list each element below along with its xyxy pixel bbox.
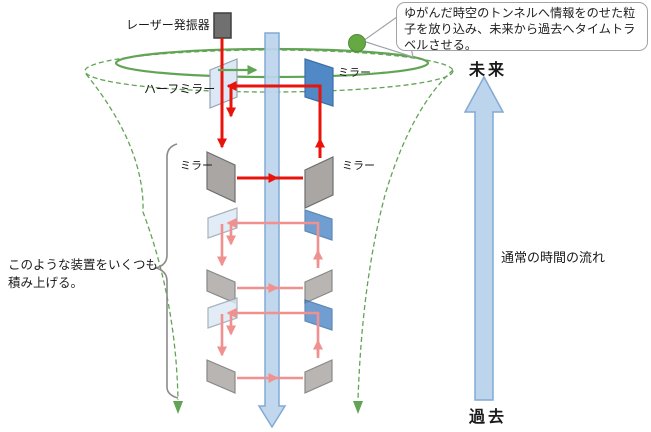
gray-mirror-unit2-right (304, 359, 333, 394)
stack-note-line2: 積み上げる。 (8, 276, 84, 291)
time-flow-label: 通常の時間の流れ (501, 250, 606, 265)
blue-mirror-top-right (304, 58, 334, 107)
stacked-unit-1-beams (217, 218, 323, 293)
stack-note-line1: このような装置をいくつも (8, 258, 159, 272)
mirror-label-mid-left: ミラー (180, 160, 213, 172)
future-label: 未来 (469, 62, 508, 79)
laser-beam-loop (217, 38, 325, 183)
stack-note: このような装置をいくつも 積み上げる。 (8, 256, 158, 292)
stacked-unit-2-beams (217, 308, 323, 383)
mirror-label-top-right: ミラー (338, 67, 371, 79)
gray-mirror-unit1-left (206, 269, 236, 304)
funnel-arrowhead-left (173, 401, 183, 414)
laser-device (213, 12, 232, 39)
spacetime-funnel-left (85, 73, 179, 401)
callout-text: ゆがんだ時空のトンネルへ情報をのせた粒子を放り込み、未来から過去へタイムトラベル… (404, 6, 636, 53)
past-label: 過去 (469, 409, 508, 426)
stack-brace (152, 143, 179, 399)
stacked-unit-2-mirrors (206, 297, 333, 394)
gray-mirror-unit2-left (206, 359, 236, 394)
laser-label: レーザー発振器 (126, 18, 210, 32)
spacetime-funnel-right (357, 69, 454, 401)
callout-box: ゆがんだ時空のトンネルへ情報をのせた粒子を放り込み、未来から過去へタイムトラベル… (396, 2, 648, 53)
mirror-label-mid-right: ミラー (342, 160, 375, 172)
funnel-arrowhead-right (353, 401, 363, 414)
particle-ball (348, 34, 366, 52)
gray-mirror-mid-right (304, 156, 334, 209)
center-time-column-arrow (257, 32, 287, 429)
normal-time-arrow (463, 75, 505, 401)
gray-mirror-unit1-right (304, 269, 333, 304)
half-mirror-label: ハーフミラー (144, 82, 216, 96)
gray-mirror-mid-left (206, 151, 236, 203)
